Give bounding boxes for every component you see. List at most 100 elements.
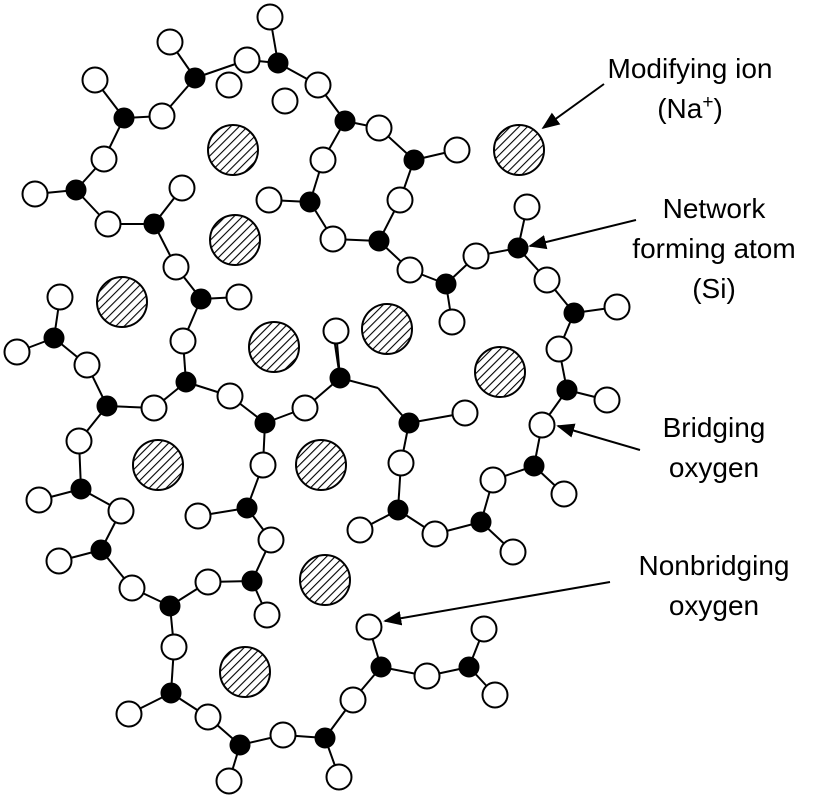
oxygen-atom [194, 703, 222, 731]
network-forming-atom [254, 412, 276, 434]
oxygen-atom [168, 174, 196, 202]
network-forming-atom [523, 455, 545, 477]
network-atoms-layer [43, 52, 585, 756]
oxygen-atom [90, 145, 118, 173]
oxygen-atom [160, 633, 188, 661]
modifying-ion-label: Modifying ion [608, 53, 773, 84]
oxygen-atom [304, 71, 332, 99]
network-forming-atom [143, 213, 165, 235]
oxygen-atom [156, 28, 184, 56]
oxygen-atom [94, 210, 122, 238]
network-forming-label-line2: forming atom [632, 233, 795, 264]
network-forming-atom [190, 288, 212, 310]
oxygen-atom [257, 526, 285, 554]
network-forming-atom [236, 497, 258, 519]
arrow-bridging-oxygen [556, 423, 641, 451]
network-forming-atom [90, 539, 112, 561]
oxygen-atom [550, 480, 578, 508]
network-forming-atom [159, 595, 181, 617]
oxygen-atom [513, 193, 541, 221]
oxygen-atom [396, 256, 424, 284]
callout-labels: Modifying ion (Na+) Network forming atom… [608, 53, 796, 621]
oxygen-atom [533, 266, 561, 294]
oxygen-atom [451, 399, 479, 427]
oxygen-atom [528, 411, 556, 439]
oxygen-atom [3, 338, 31, 366]
bridging-oxygen-label-line2: oxygen [669, 452, 759, 483]
oxygen-atom [253, 601, 281, 629]
arrow-network-forming-atom [528, 219, 637, 250]
network-forming-atom [160, 682, 182, 704]
oxygen-atom [322, 317, 350, 345]
oxygen-atom [499, 538, 527, 566]
oxygen-atom [107, 497, 135, 525]
oxygen-atom [269, 721, 297, 749]
network-forming-atom [458, 656, 480, 678]
modifying-ion [361, 303, 413, 355]
network-forming-atom [175, 371, 197, 393]
oxygen-atom [65, 427, 93, 455]
oxygen-atom [443, 136, 471, 164]
bridging-oxygen-label-line1: Bridging [663, 412, 766, 443]
oxygen-atom [339, 686, 367, 714]
arrow-nonbridging-oxygen [383, 581, 611, 626]
oxygen-atom [387, 449, 415, 477]
network-forming-atom [563, 302, 585, 324]
oxygen-atom [256, 3, 284, 31]
network-forming-atom [229, 734, 251, 756]
network-forming-atom [113, 107, 135, 129]
oxygen-atom [462, 242, 490, 270]
modifying-ion [299, 554, 351, 606]
modifying-ion-formula: (Na+) [657, 92, 723, 124]
network-forming-label-line1: Network [663, 193, 767, 224]
oxygen-atom [413, 662, 441, 690]
oxygen-atom [233, 46, 261, 74]
network-forming-atom [334, 110, 356, 132]
network-forming-atom [184, 67, 206, 89]
network-forming-atom [43, 327, 65, 349]
oxygen-atom [46, 283, 74, 311]
modifying-ions-layer [96, 124, 545, 698]
arrow-modifying-ion [541, 83, 605, 130]
network-forming-atom [368, 230, 390, 252]
oxygen-atom [21, 180, 49, 208]
oxygen-atom [73, 351, 101, 379]
oxygen-atom [81, 66, 109, 94]
oxygen-atom [325, 763, 353, 791]
network-forming-atom [96, 395, 118, 417]
oxygen-atom [421, 520, 449, 548]
modifying-ion [96, 276, 148, 328]
oxygen-atom [346, 516, 374, 544]
modifying-ion [295, 439, 347, 491]
network-forming-atom [65, 179, 87, 201]
modifying-ion [207, 124, 259, 176]
oxygen-atom [470, 615, 498, 643]
network-forming-atom [398, 412, 420, 434]
oxygen-atom [148, 102, 176, 130]
network-forming-atom [435, 273, 457, 295]
oxygen-atom [438, 308, 466, 336]
modifying-ion [248, 321, 300, 373]
oxygen-atom [194, 568, 222, 596]
network-forming-label-line3: (Si) [692, 273, 736, 304]
oxygen-atom [386, 186, 414, 214]
oxygen-atom [169, 327, 197, 355]
oxygen-atom [309, 146, 337, 174]
oxygen-atom [162, 253, 190, 281]
oxygen-atom [479, 466, 507, 494]
oxygen-atom [45, 547, 73, 575]
oxygen-atom [291, 394, 319, 422]
network-forming-atom [556, 379, 578, 401]
network-forming-atom [470, 511, 492, 533]
modifying-ion [132, 439, 184, 491]
network-forming-atom [387, 499, 409, 521]
oxygen-atom [545, 335, 573, 363]
oxygen-atom [271, 87, 299, 115]
oxygen-atom [593, 386, 621, 414]
oxygen-atom [215, 71, 243, 99]
network-forming-atom [370, 656, 392, 678]
oxygen-atom [115, 700, 143, 728]
oxygen-atom [225, 283, 253, 311]
oxygen-atom [216, 382, 244, 410]
